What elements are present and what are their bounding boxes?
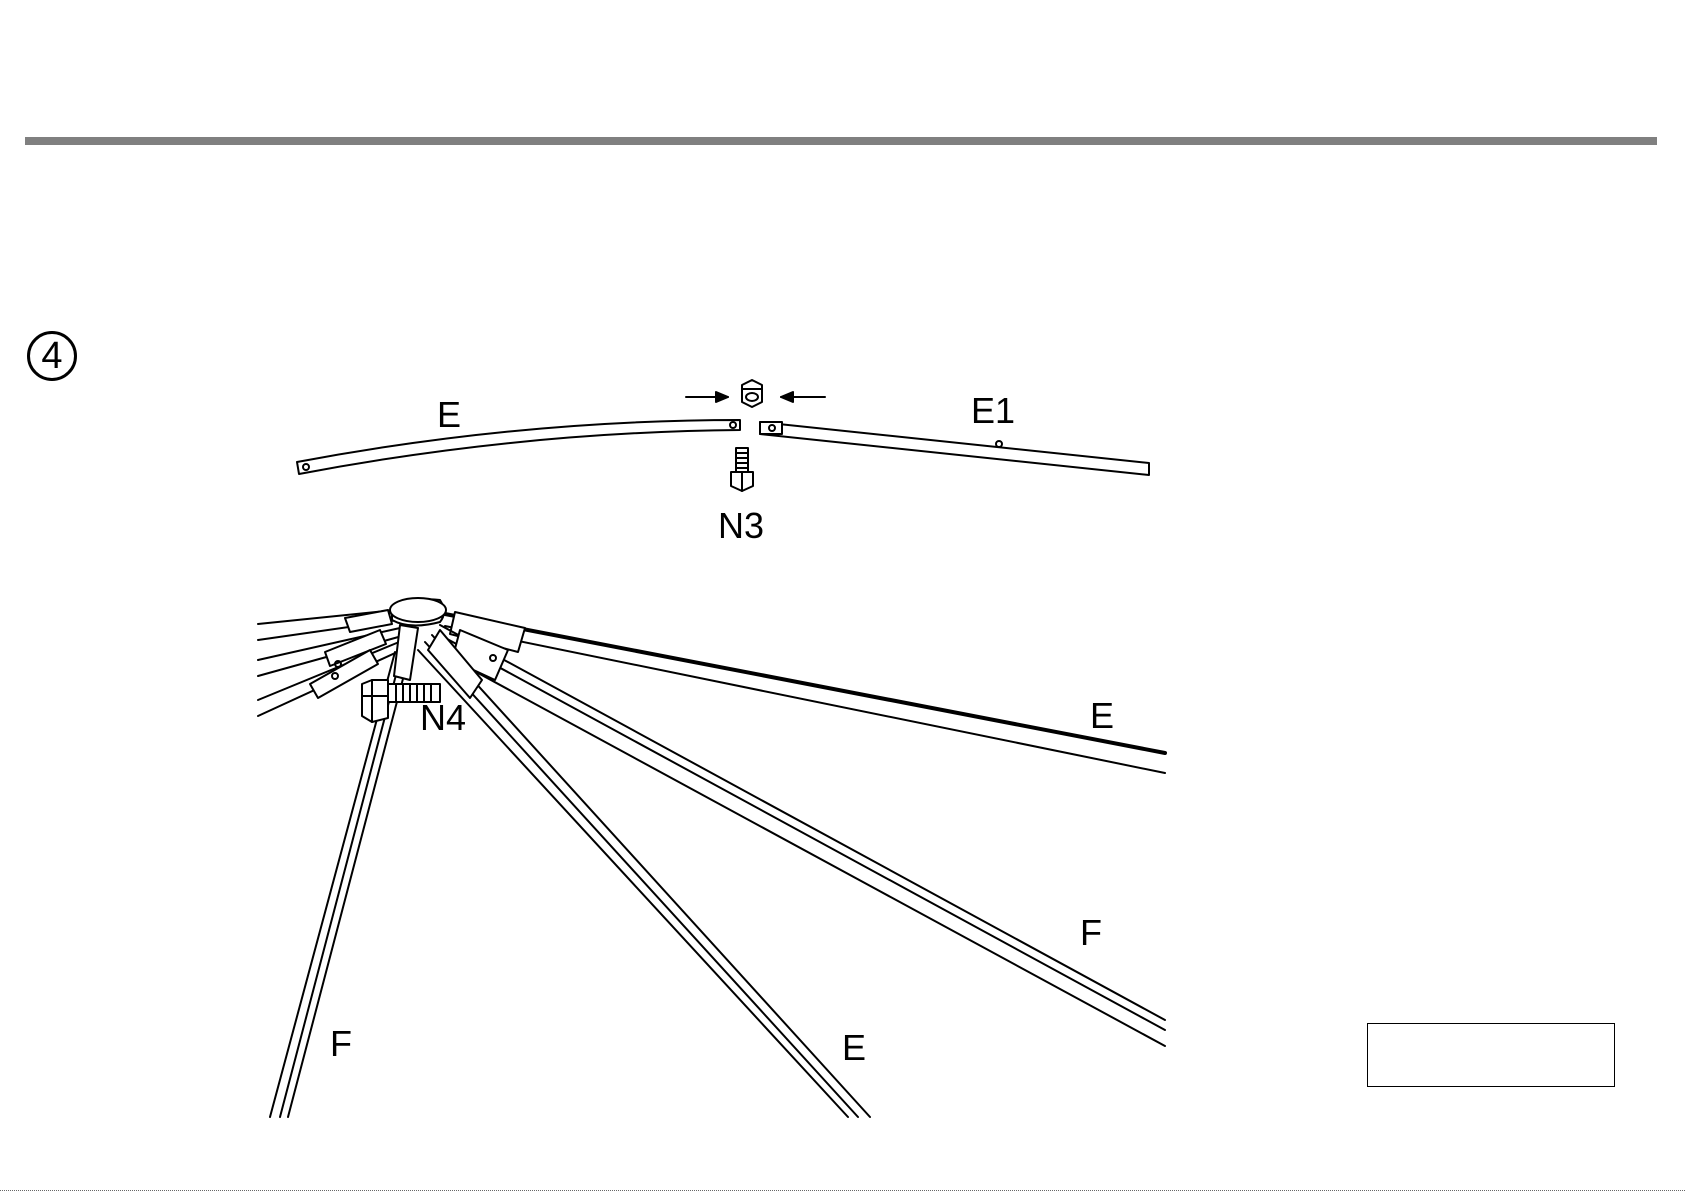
label-pole-f-right: F [1080, 915, 1102, 951]
footer-rule [0, 1190, 1685, 1194]
nut-icon [742, 380, 762, 407]
bolt-n3-icon [731, 448, 753, 491]
label-pole-e1: E1 [971, 393, 1015, 429]
hub-poles [258, 598, 1165, 1117]
label-pole-f-left: F [330, 1026, 352, 1062]
label-bolt-n3: N3 [718, 508, 764, 544]
label-pole-e-center: E [842, 1030, 866, 1066]
label-pole-e: E [437, 397, 461, 433]
note-box [1367, 1023, 1615, 1087]
label-bolt-n4: N4 [420, 700, 466, 736]
label-pole-e-right: E [1090, 698, 1114, 734]
pole-e1-top [760, 422, 1149, 475]
pole-e-top [297, 420, 740, 474]
